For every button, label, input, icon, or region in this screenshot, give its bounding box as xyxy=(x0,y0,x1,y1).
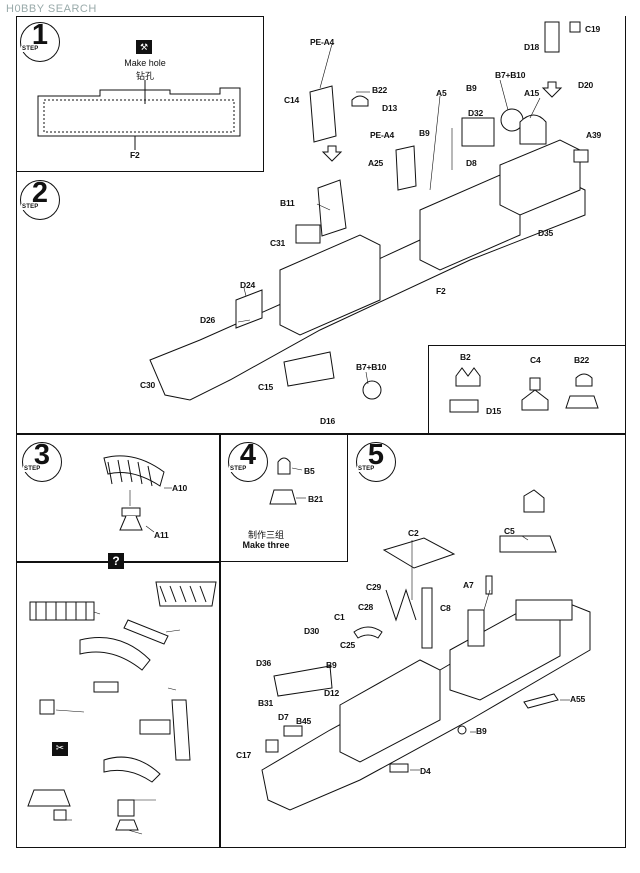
make-hole-cn: 钻孔 xyxy=(135,71,154,81)
s3-label-a10: A10 xyxy=(172,483,187,493)
s2-label-pe-a4-mid: PE-A4 xyxy=(370,130,395,140)
step3-badge: 3 STEP xyxy=(22,439,62,482)
step5-number: 5 xyxy=(367,439,385,471)
step3-number: 3 xyxy=(33,439,51,471)
question-icon: ? xyxy=(108,553,124,569)
s2-label-d13: D13 xyxy=(382,103,397,113)
s2d-label-c4: C4 xyxy=(530,355,541,365)
drill-icon: ⚒ xyxy=(136,40,152,54)
step1-panel xyxy=(16,16,264,172)
step5-panel xyxy=(348,434,626,562)
s2-label-d18: D18 xyxy=(524,42,539,52)
s5-label-c25: C25 xyxy=(340,640,355,650)
s2-label-b7b10-bottom: B7+B10 xyxy=(356,362,387,372)
s2-label-b7b10-top: B7+B10 xyxy=(495,70,526,80)
s2-label-d8: D8 xyxy=(466,158,477,168)
s2-label-a5: A5 xyxy=(436,88,447,98)
s2-label-f2: F2 xyxy=(436,286,446,296)
s2d-label-d15: D15 xyxy=(486,406,501,416)
cut-icon: ✂ xyxy=(52,742,68,756)
step1-badge: 1 STEP xyxy=(20,19,60,62)
s2-label-b9-mid: B9 xyxy=(419,128,430,138)
step2-top-extension xyxy=(264,16,626,173)
s5-label-d36: D36 xyxy=(256,658,271,668)
step4-badge: 4 STEP xyxy=(228,439,268,482)
s5-label-c8: C8 xyxy=(440,603,451,613)
step4-word: STEP xyxy=(229,466,248,472)
s2-label-b11: B11 xyxy=(280,198,295,208)
s2-label-c31: C31 xyxy=(270,238,285,248)
watermark: H0BBY SEARCH xyxy=(6,3,97,15)
make-three-en: Make three xyxy=(242,540,290,550)
step1-word: STEP xyxy=(21,46,40,52)
step4-panel xyxy=(220,434,348,562)
s2-label-b9-top: B9 xyxy=(466,83,477,93)
step1-part-label: F2 xyxy=(130,150,140,160)
step4-number: 4 xyxy=(239,439,257,471)
s2-label-c15: C15 xyxy=(258,382,273,392)
step2-number: 2 xyxy=(31,177,49,209)
s5-label-d30: D30 xyxy=(304,626,319,636)
s5-label-d4: D4 xyxy=(420,766,431,776)
s2-label-a39: A39 xyxy=(586,130,601,140)
s3-label-a11: A11 xyxy=(154,530,169,540)
s2d-label-b22: B22 xyxy=(574,355,589,365)
step5-badge: 5 STEP xyxy=(356,439,396,482)
step2-word: STEP xyxy=(21,204,40,210)
s2-label-d20: D20 xyxy=(578,80,593,90)
s2-label-a15: A15 xyxy=(524,88,539,98)
s5-label-b31: B31 xyxy=(258,698,273,708)
s5-label-d12: D12 xyxy=(324,688,339,698)
s5-label-a7: A7 xyxy=(463,580,474,590)
s4-label-b21: B21 xyxy=(308,494,323,504)
step5-word: STEP xyxy=(357,466,376,472)
s5-label-b45: B45 xyxy=(296,716,311,726)
s5-label-a55: A55 xyxy=(570,694,585,704)
step2-badge: 2 STEP xyxy=(20,177,60,220)
step2-panel xyxy=(16,172,626,434)
s2-label-d32: D32 xyxy=(468,108,483,118)
s5-label-c2: C2 xyxy=(408,528,419,538)
s2-label-d35: D35 xyxy=(538,228,553,238)
s2-label-c19: C19 xyxy=(585,24,600,34)
step5-lower-panel xyxy=(220,562,626,848)
s2d-label-b2: B2 xyxy=(460,352,471,362)
s4-label-b5: B5 xyxy=(304,466,315,476)
step1-number: 1 xyxy=(31,19,49,51)
s2-label-a25: A25 xyxy=(368,158,383,168)
s5-label-b9-left: B9 xyxy=(326,660,337,670)
s2-label-pe-a4-top: PE-A4 xyxy=(310,37,335,47)
s5-label-b9-right: B9 xyxy=(476,726,487,736)
step3-word: STEP xyxy=(23,466,42,472)
s2-label-b22: B22 xyxy=(372,85,387,95)
s5-label-c5: C5 xyxy=(504,526,515,536)
make-hole-en: Make hole xyxy=(124,58,166,68)
s2-label-c14: C14 xyxy=(284,95,299,105)
s5-label-c1: C1 xyxy=(334,612,345,622)
s2-label-c30: C30 xyxy=(140,380,155,390)
s5-label-c28: C28 xyxy=(358,602,373,612)
s5-label-c17: C17 xyxy=(236,750,251,760)
s2-label-d26: D26 xyxy=(200,315,215,325)
s2-label-d16: D16 xyxy=(320,416,335,426)
s2-label-d24: D24 xyxy=(240,280,255,290)
s5-label-d7: D7 xyxy=(278,712,289,722)
step2-detail-box xyxy=(428,345,626,434)
s5-label-c29: C29 xyxy=(366,582,381,592)
make-three-cn: 制作三组 xyxy=(247,530,284,540)
